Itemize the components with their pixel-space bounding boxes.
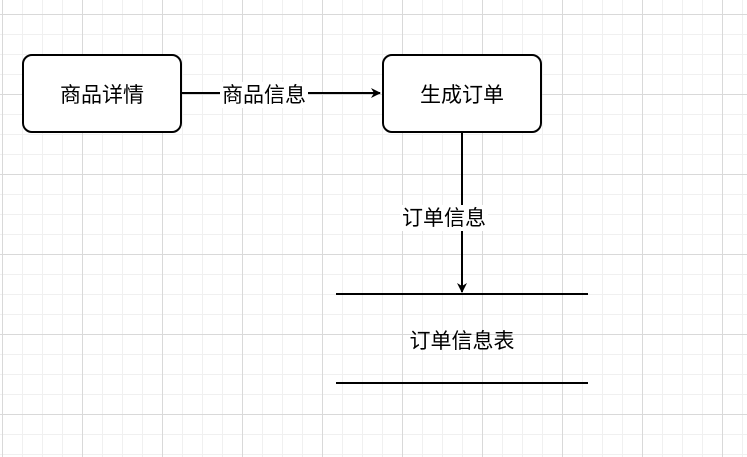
data-store-label[interactable]: 订单信息表 xyxy=(409,329,515,353)
node-generate-order-label: 生成订单 xyxy=(420,82,504,107)
node-generate-order[interactable]: 生成订单 xyxy=(382,54,542,133)
edge-order-info-label: 订单信息 xyxy=(400,205,488,231)
node-product-detail-label: 商品详情 xyxy=(60,82,144,107)
node-product-detail[interactable]: 商品详情 xyxy=(22,54,182,133)
edge-product-info-label: 商品信息 xyxy=(220,82,308,108)
